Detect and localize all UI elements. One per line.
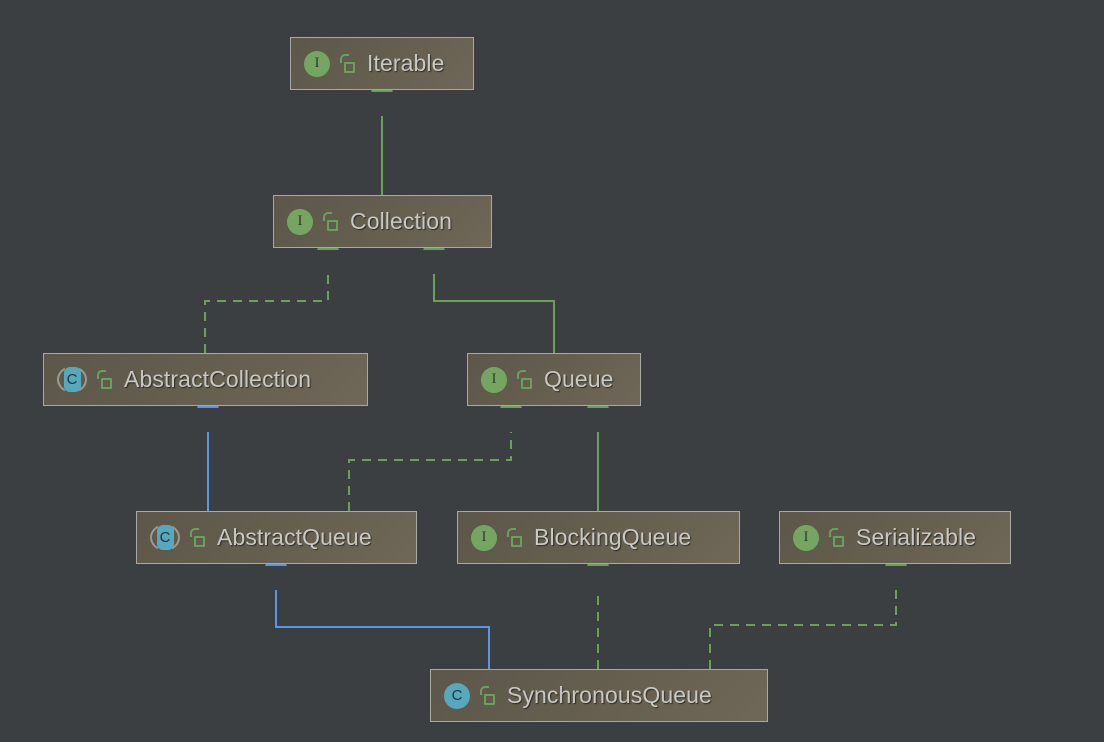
interface-icon: I <box>471 524 497 551</box>
unlock-icon <box>339 53 356 74</box>
node-synchronous-queue[interactable]: C SynchronousQueue <box>430 669 768 722</box>
node-label: AbstractQueue <box>217 524 372 550</box>
unlock-icon <box>322 211 339 232</box>
abstract-class-icon: C <box>57 366 87 393</box>
edge-synchronous-queue-to-abstract-queue <box>275 590 490 669</box>
node-abstract-queue[interactable]: C AbstractQueue <box>136 511 417 564</box>
node-label: Collection <box>350 208 452 234</box>
node-label: Serializable <box>856 524 977 550</box>
node-label: Queue <box>544 366 614 392</box>
unlock-icon <box>506 527 523 548</box>
node-iterable[interactable]: I Iterable <box>290 37 474 90</box>
edge-abstract-collection-to-collection <box>204 274 329 353</box>
node-queue[interactable]: I Queue <box>467 353 641 406</box>
node-collection[interactable]: I Collection <box>273 195 492 248</box>
node-label: Iterable <box>367 50 445 76</box>
abstract-class-icon: C <box>150 524 180 551</box>
unlock-icon <box>189 527 206 548</box>
unlock-icon <box>96 369 113 390</box>
unlock-icon <box>828 527 845 548</box>
interface-icon: I <box>793 524 819 551</box>
node-label: BlockingQueue <box>534 524 692 550</box>
node-label: SynchronousQueue <box>507 682 712 708</box>
node-abstract-collection[interactable]: C AbstractCollection <box>43 353 368 406</box>
node-blocking-queue[interactable]: I BlockingQueue <box>457 511 740 564</box>
edge-abstract-queue-to-queue <box>348 432 512 511</box>
edge-synchronous-queue-to-serializable <box>709 590 897 669</box>
class-icon: C <box>444 682 470 709</box>
node-label: AbstractCollection <box>124 366 312 392</box>
unlock-icon <box>516 369 533 390</box>
interface-icon: I <box>304 50 330 77</box>
edge-queue-to-collection <box>433 274 555 353</box>
unlock-icon <box>479 685 496 706</box>
interface-icon: I <box>287 208 313 235</box>
node-serializable[interactable]: I Serializable <box>779 511 1011 564</box>
interface-icon: I <box>481 366 507 393</box>
